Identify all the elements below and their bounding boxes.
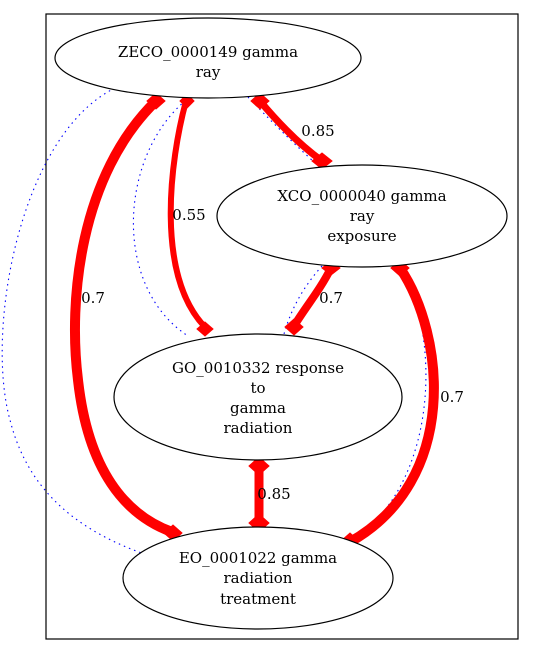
node-xco-line-3: exposure <box>327 227 396 245</box>
node-go-line-1: GO_0010332 response <box>172 359 344 377</box>
graph-frame <box>45 13 519 640</box>
node-go-line-3: gamma <box>230 399 286 417</box>
node-xco-line-2: ray <box>350 207 375 225</box>
edge-xco-eo <box>345 263 439 547</box>
node-go[interactable]: GO_0010332 response to gamma radiation <box>113 333 403 461</box>
weak-edge-zeco-go <box>132 96 191 337</box>
node-xco[interactable]: XCO_0000040 gamma ray exposure <box>216 164 508 268</box>
edge-label-go-eo: 0.85 <box>257 485 290 503</box>
node-xco-line-1: XCO_0000040 gamma <box>277 187 446 205</box>
node-eo-shape <box>122 526 394 630</box>
node-xco-shape <box>216 164 508 268</box>
edge-label-xco-eo: 0.7 <box>440 388 464 406</box>
node-zeco-line-1: ZECO_0000149 gamma <box>118 43 298 61</box>
strong-edges <box>70 96 439 547</box>
node-go-shape <box>113 333 403 461</box>
node-eo-line-3: treatment <box>220 590 296 608</box>
edge-zeco-xco <box>256 97 326 165</box>
edge-label-zeco-xco: 0.85 <box>301 122 334 140</box>
node-go-line-2: to <box>250 379 265 397</box>
node-eo-line-1: EO_0001022 gamma <box>179 549 337 567</box>
edge-label-zeco-go: 0.55 <box>172 206 205 224</box>
node-eo-line-2: radiation <box>224 569 293 587</box>
head-zeco-xco-bottom <box>311 152 333 170</box>
edge-heads <box>146 92 410 550</box>
edge-zeco-eo <box>70 96 177 537</box>
edge-zeco-go <box>167 98 208 330</box>
edge-label-xco-go: 0.7 <box>319 289 343 307</box>
weak-edge-zeco-eo <box>1 87 148 556</box>
node-zeco-shape <box>54 17 362 99</box>
weak-edges <box>1 87 427 556</box>
edge-label-zeco-eo: 0.7 <box>81 289 105 307</box>
node-zeco[interactable]: ZECO_0000149 gamma ray <box>54 17 362 99</box>
node-zeco-line-2: ray <box>196 63 221 81</box>
node-eo[interactable]: EO_0001022 gamma radiation treatment <box>122 526 394 630</box>
head-xco-go-bottom <box>284 318 304 336</box>
head-zeco-go-bottom <box>196 321 214 337</box>
weak-edge-zeco-xco <box>247 96 315 163</box>
edge-xco-go <box>290 264 335 330</box>
edge-labels: 0.85 0.55 0.7 0.7 0.7 0.85 <box>81 122 464 503</box>
node-go-line-4: radiation <box>224 419 293 437</box>
